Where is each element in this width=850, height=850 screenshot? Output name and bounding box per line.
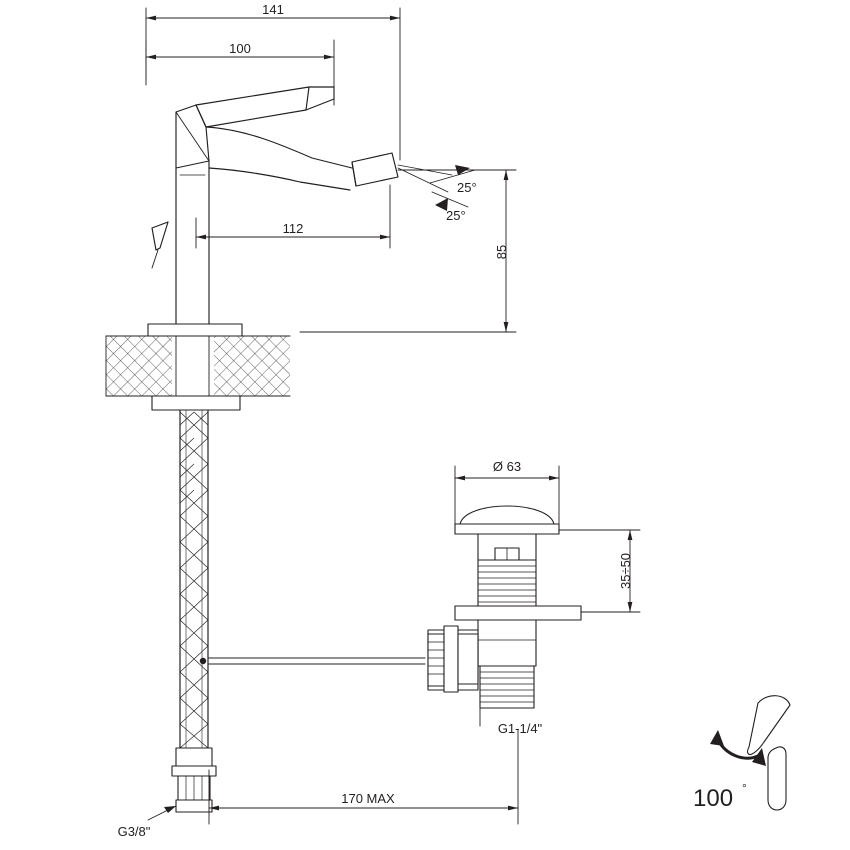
faucet-shading bbox=[179, 174, 206, 176]
dim-label-g114: G1-1/4" bbox=[498, 721, 543, 736]
leader-g38 bbox=[147, 805, 177, 821]
angle-label-lower: 25° bbox=[446, 208, 466, 223]
rotation-label-degree: ° bbox=[742, 781, 747, 795]
dimension-112 bbox=[195, 184, 391, 249]
angle-label-upper: 25° bbox=[457, 180, 477, 195]
dim-label-35-50: 35÷50 bbox=[618, 553, 633, 589]
dim-label-170-max: 170 MAX bbox=[341, 791, 395, 806]
dimension-85 bbox=[299, 169, 517, 333]
dimension-35-50 bbox=[558, 529, 641, 613]
handle-rotation-icon bbox=[710, 695, 791, 811]
dim-label-g38: G3/8" bbox=[118, 824, 151, 839]
dim-label-85: 85 bbox=[494, 245, 509, 259]
waste-assembly bbox=[427, 505, 582, 709]
hose-braid-texture bbox=[179, 411, 209, 749]
dim-label-112: 112 bbox=[283, 221, 304, 236]
dimension-170-max bbox=[208, 729, 519, 825]
popup-rod bbox=[199, 657, 426, 665]
dimension-diameter-63 bbox=[454, 465, 560, 525]
supply-fitting bbox=[171, 747, 217, 813]
rotation-label-100: 100 bbox=[693, 785, 733, 812]
dim-label-141: 141 bbox=[262, 2, 284, 17]
dimension-141 bbox=[145, 7, 401, 161]
faucet-body bbox=[151, 86, 453, 333]
dim-label-100: 100 bbox=[229, 41, 251, 56]
mounting-hardware bbox=[147, 323, 243, 411]
leader-g114 bbox=[479, 699, 481, 727]
dim-label-diameter-63: Ø 63 bbox=[493, 459, 521, 474]
countertop-section bbox=[105, 335, 291, 397]
flexible-hose bbox=[179, 409, 209, 749]
